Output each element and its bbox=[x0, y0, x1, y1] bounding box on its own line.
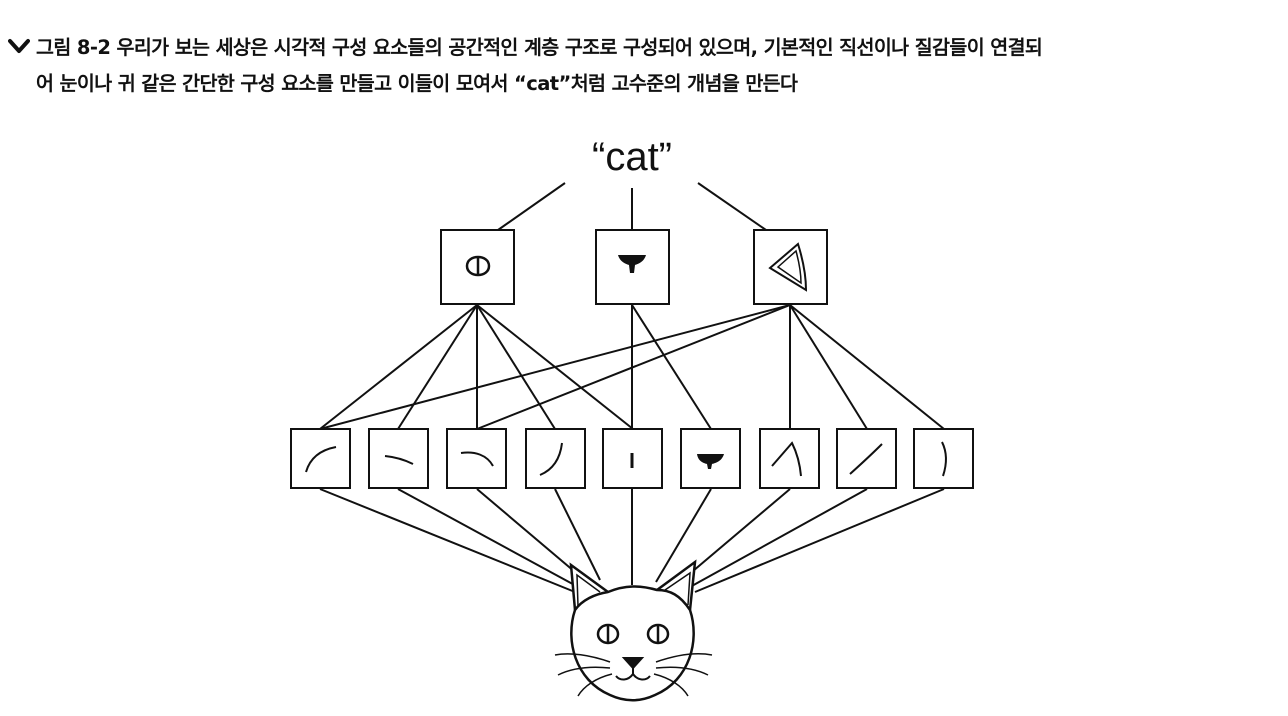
chevron-down-icon bbox=[8, 30, 36, 66]
mid-level-features bbox=[440, 229, 828, 305]
hook-stroke-icon bbox=[525, 428, 586, 489]
ear-outline-icon bbox=[759, 428, 820, 489]
top-concept-label: “cat” bbox=[592, 135, 672, 179]
eye-icon bbox=[440, 229, 515, 305]
nose-icon bbox=[595, 229, 670, 305]
nose-blob-icon bbox=[680, 428, 741, 489]
dash-stroke-icon bbox=[368, 428, 429, 489]
low-level-features bbox=[290, 428, 974, 489]
curve-stroke-icon bbox=[290, 428, 351, 489]
vertical-tick-icon bbox=[602, 428, 663, 489]
caption-line-2: 어 눈이나 귀 같은 간단한 구성 요소를 만들고 이들이 모여서 “cat”처… bbox=[36, 72, 798, 95]
top-connections bbox=[497, 182, 767, 231]
figure-caption: 그림 8-2 우리가 보는 세상은 시각적 구성 요소들의 공간적인 계층 구조… bbox=[8, 30, 1283, 102]
ear-icon bbox=[753, 229, 828, 305]
bottom-connections bbox=[319, 488, 945, 593]
caption-line-1: 그림 8-2 우리가 보는 세상은 시각적 구성 요소들의 공간적인 계층 구조… bbox=[36, 36, 1043, 59]
diagonal-stroke-icon bbox=[836, 428, 897, 489]
cat-face-icon bbox=[554, 559, 713, 702]
mid-connections bbox=[319, 304, 945, 430]
parenthesis-stroke-icon bbox=[913, 428, 974, 489]
arc-stroke-icon bbox=[446, 428, 507, 489]
